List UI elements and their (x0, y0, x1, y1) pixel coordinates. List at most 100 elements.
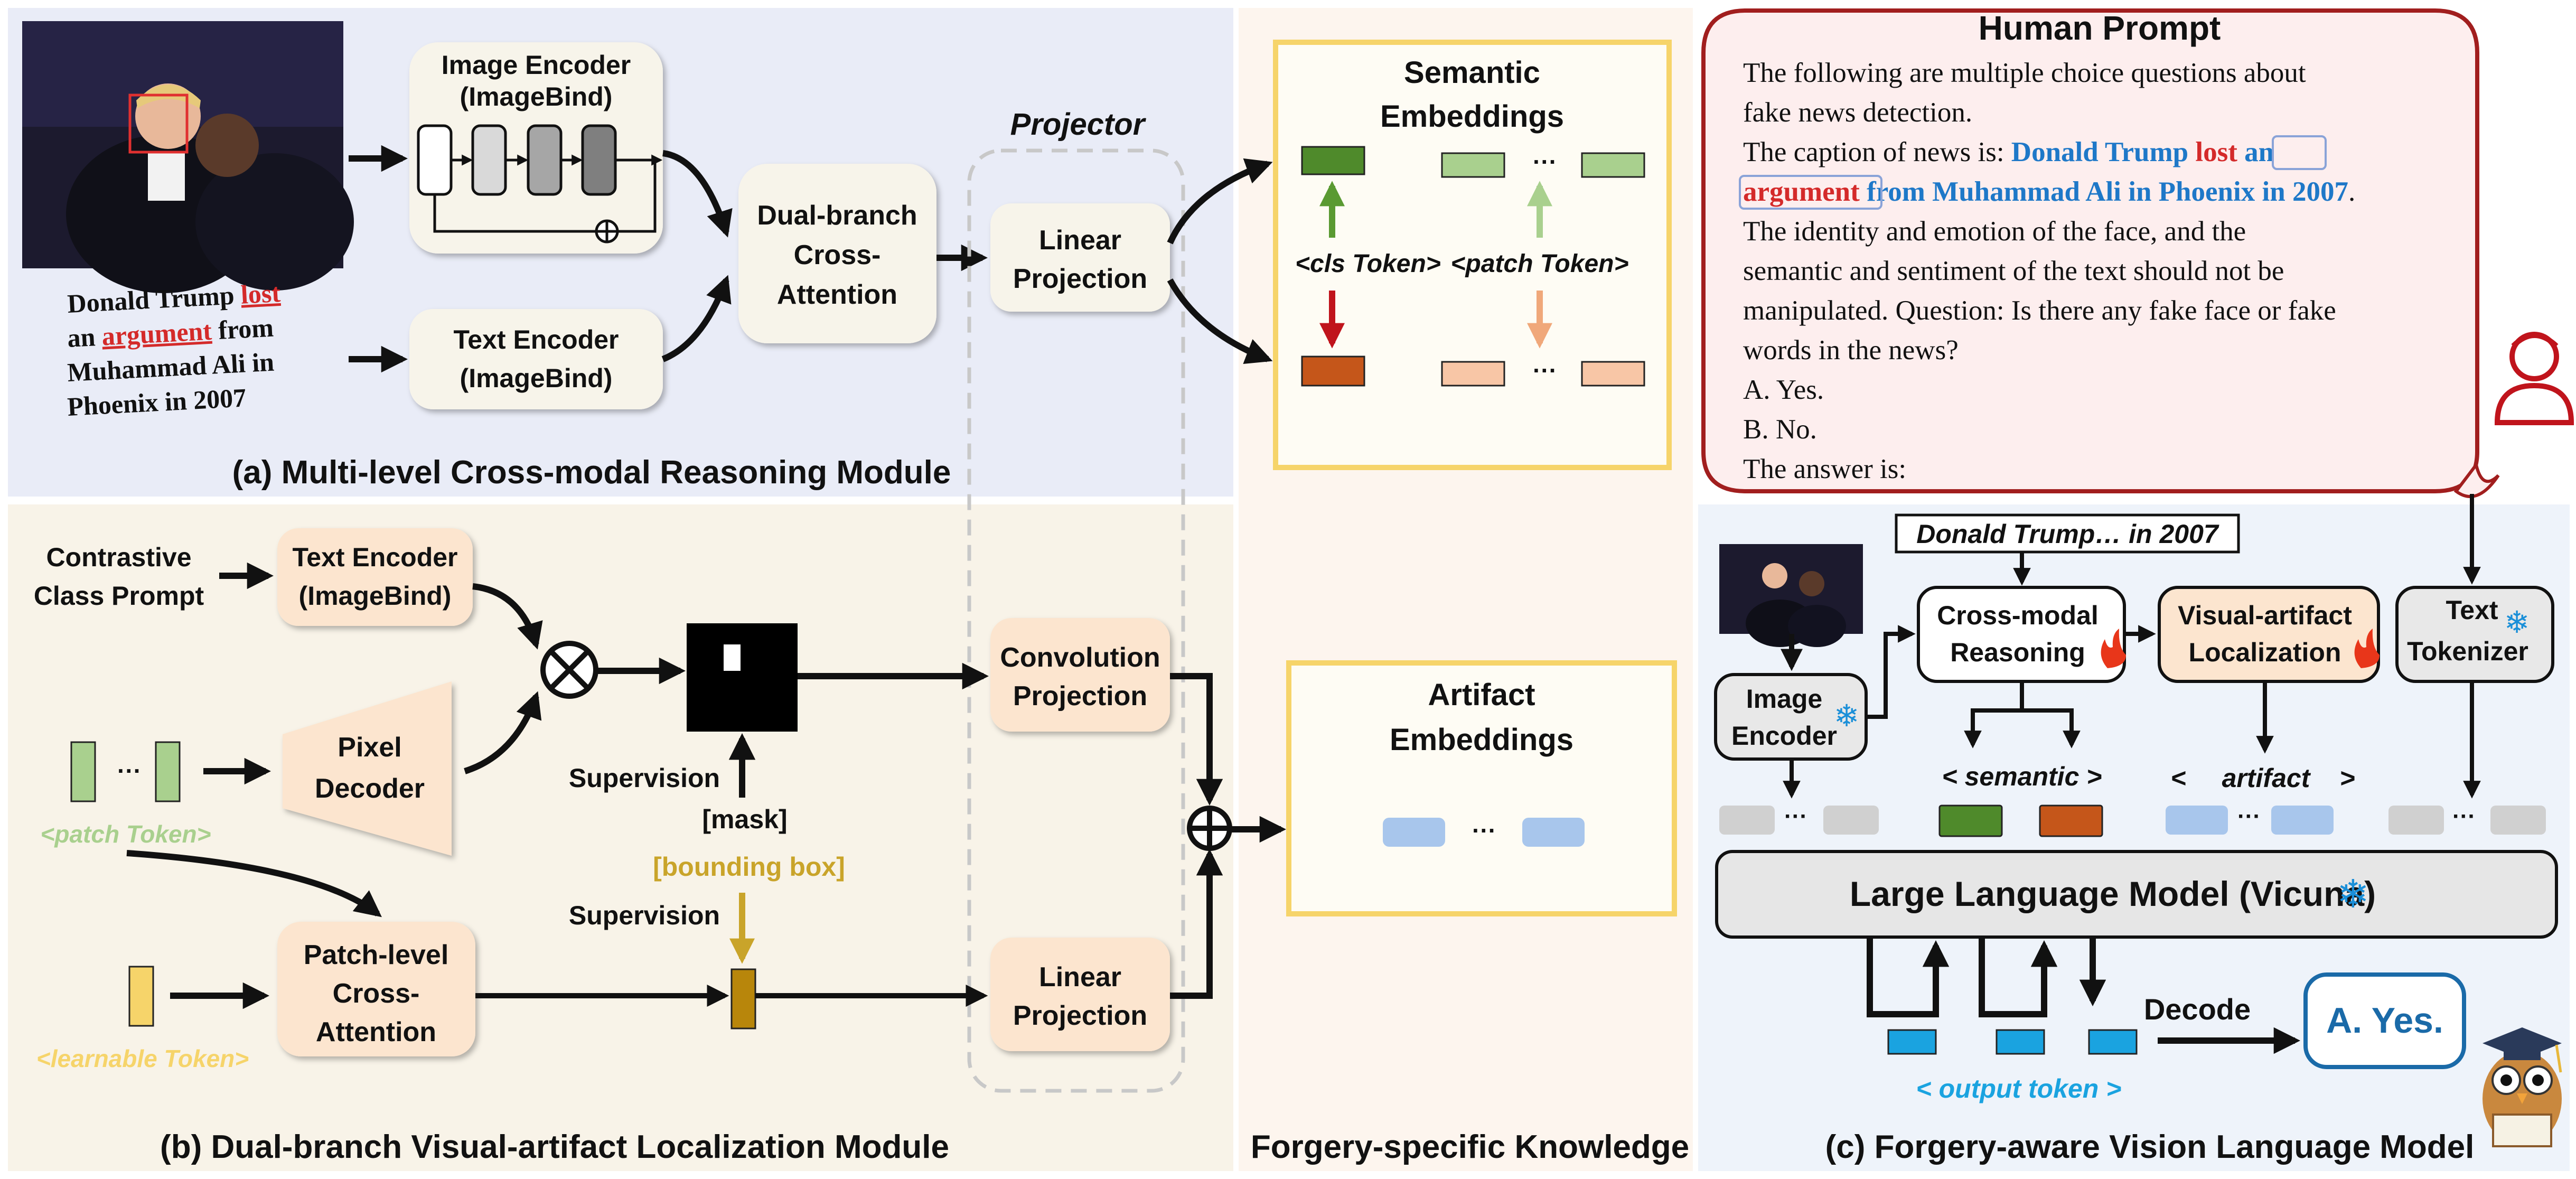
cross-modal-reasoning-box: Cross-modal Reasoning (1917, 586, 2126, 683)
bounding-box-label: [bounding box] (653, 852, 845, 882)
arrow-conv-to-add (1170, 673, 1223, 806)
svg-text:(ImageBind): (ImageBind) (460, 82, 613, 111)
svg-text:Reasoning: Reasoning (1950, 638, 2085, 667)
cls-sentiment-token (1301, 355, 1365, 387)
panel-b-caption: (b) Dual-branch Visual-artifact Localiza… (160, 1129, 949, 1165)
svg-text:Convolution: Convolution (1000, 642, 1160, 673)
text-tokenizer-box: Text Tokenizer ❄ (2395, 586, 2554, 683)
svg-text:Linear: Linear (1039, 225, 1121, 256)
svg-text:Semantic: Semantic (1404, 55, 1540, 90)
arrow-linear-to-add (1170, 848, 1223, 999)
encoder-block-3 (527, 124, 563, 196)
learnable-token-block (128, 966, 154, 1027)
panel-a-caption: (a) Multi-level Cross-modal Reasoning Mo… (232, 454, 951, 491)
snowflake-icon: ❄ (2337, 872, 2369, 916)
svg-text:A. Yes.: A. Yes. (2326, 1000, 2443, 1041)
bbox-token-block (730, 968, 756, 1030)
arrow-image-encoder-to-cross-attention (662, 150, 733, 238)
svg-text:Image: Image (1746, 684, 1823, 714)
svg-text:Projection: Projection (1013, 681, 1147, 712)
svg-text:Artifact: Artifact (1428, 678, 1535, 712)
panel-c-photo (1719, 544, 1863, 647)
flame-icon (2354, 629, 2380, 668)
cls-token-label: <cls Token> (1295, 250, 1441, 278)
artifact-token (2166, 806, 2228, 835)
text-encoder-box-b: Text Encoder (ImageBind) (277, 528, 473, 626)
svg-text:···: ··· (1533, 148, 1557, 175)
projector-title: Projector (1010, 107, 1147, 142)
semantic-label: < semantic > (1942, 762, 2102, 791)
image-encoder-box-c: Image Encoder ❄ (1714, 673, 1868, 761)
supervision-label-bbox: Supervision (569, 901, 720, 930)
artifact-token-1 (1383, 818, 1445, 847)
svg-text:Localization: Localization (2189, 638, 2341, 667)
artifact-embeddings-box: Artifact Embeddings ··· (1286, 660, 1677, 916)
contrastive-class-prompt: Contrastive Class Prompt (34, 542, 204, 611)
mask-map (687, 623, 798, 732)
pixel-decoder: Pixel Decoder (283, 681, 452, 856)
svg-text:Embeddings: Embeddings (1390, 723, 1573, 757)
svg-text:(ImageBind): (ImageBind) (299, 581, 452, 611)
svg-text:Pixel: Pixel (338, 732, 401, 763)
encoder-block-2 (471, 124, 507, 196)
artifact-label: < artifact > (2171, 763, 2355, 793)
artifact-token-2 (1522, 818, 1585, 847)
svg-text:(ImageBind): (ImageBind) (460, 363, 613, 393)
svg-text:A. Yes.: A. Yes. (1743, 375, 1824, 405)
output-token-1 (1887, 1029, 1937, 1055)
svg-text:···: ··· (2452, 803, 2476, 829)
lost-highlight (2272, 135, 2327, 170)
patch-token-caption: <patch Token> (41, 820, 211, 848)
svg-text:Human Prompt: Human Prompt (1979, 9, 2221, 47)
text-token (2490, 806, 2546, 835)
svg-text:Projection: Projection (1013, 1000, 1147, 1031)
human-prompt-bubble: Human Prompt The following are multiple … (1701, 8, 2500, 498)
user-icon (2494, 332, 2574, 425)
svg-text:artifact: artifact (2222, 763, 2311, 793)
llm-box: Large Language Model (Vicuna) ❄ (1715, 850, 2558, 939)
svg-text:Embeddings: Embeddings (1380, 99, 1564, 134)
svg-text:Linear: Linear (1039, 962, 1121, 993)
patch-token-block-1 (70, 741, 96, 802)
text-encoder-box-a: Text Encoder (ImageBind) (409, 309, 663, 409)
patch-level-cross-attention-box: Patch-level Cross- Attention (277, 922, 475, 1056)
svg-text:Cross-: Cross- (333, 978, 420, 1009)
multiply-operator-icon (540, 641, 598, 699)
svg-text:Text: Text (2446, 595, 2498, 625)
flame-icon (2101, 629, 2126, 668)
svg-text:Donald Trump… in 2007: Donald Trump… in 2007 (1916, 519, 2219, 549)
svg-text:Patch-level: Patch-level (304, 940, 449, 970)
svg-text:fake news detection.: fake news detection. (1743, 97, 1972, 128)
patch-semantic-token-2 (1581, 152, 1645, 178)
svg-text:Decoder: Decoder (315, 773, 425, 804)
dual-branch-cross-attention-box: Dual-branch Cross- Attention (738, 164, 936, 343)
arrow-patch-to-patch-cross-attention (126, 850, 382, 918)
svg-text:···: ··· (2237, 803, 2261, 829)
svg-text:Dual-branch: Dual-branch (757, 200, 917, 231)
patch-semantic-token-1 (1441, 152, 1505, 178)
svg-text:Cross-: Cross- (794, 240, 881, 270)
svg-text:Contrastive: Contrastive (46, 542, 191, 572)
svg-text:Image Encoder: Image Encoder (442, 50, 631, 80)
output-token-2 (1996, 1029, 2045, 1055)
svg-text:Attention: Attention (777, 279, 897, 310)
panel-c-caption: (c) Forgery-aware Vision Language Model (1825, 1129, 2475, 1165)
svg-text:···: ··· (1533, 357, 1557, 384)
learnable-token-caption: <learnable Token> (36, 1045, 249, 1072)
svg-text:The answer is:: The answer is: (1743, 454, 1906, 484)
svg-text:an argument from: an argument from (67, 313, 274, 353)
svg-text:manipulated. Question: Is ther: manipulated. Question: Is there any fake… (1743, 295, 2336, 326)
patch-sentiment-token-1 (1441, 361, 1505, 387)
svg-text:···: ··· (1784, 803, 1807, 829)
arrow-pixel-decoder-to-multiply (464, 691, 542, 774)
patch-sentiment-token-2 (1581, 361, 1645, 387)
forgery-knowledge-caption: Forgery-specific Knowledge (1251, 1129, 1689, 1165)
svg-text:>: > (2340, 763, 2355, 793)
decode-label: Decode (2144, 993, 2251, 1026)
cls-semantic-token (1301, 146, 1365, 175)
supervision-label-mask: Supervision (569, 763, 720, 793)
output-token-3 (2088, 1029, 2138, 1055)
svg-text:···: ··· (117, 757, 142, 784)
linear-projection-box-2: Linear Projection (990, 938, 1170, 1051)
svg-text:<: < (2171, 763, 2186, 793)
